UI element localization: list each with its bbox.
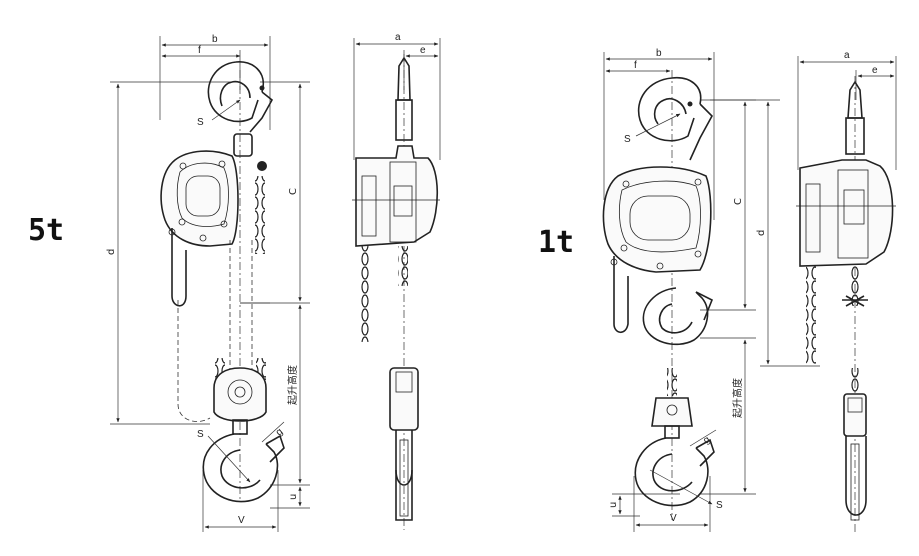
hoist-body-1t bbox=[602, 166, 712, 273]
dimension-b-1t: b bbox=[603, 48, 715, 220]
load-chain-upper-5t bbox=[255, 176, 265, 254]
dim-label-a-5t: a bbox=[395, 32, 401, 43]
dimension-v-5t: V bbox=[202, 470, 279, 532]
dimension-lift-height-5t: 起升高度 bbox=[286, 304, 302, 484]
bottom-block-1t bbox=[651, 397, 693, 439]
hoist-body-5t bbox=[160, 150, 239, 247]
dim-label-e-1t: e bbox=[872, 65, 878, 76]
dim-label-c-5t: C bbox=[288, 188, 299, 195]
dimension-d-1t: d bbox=[710, 99, 820, 367]
dimension-b-5t: b bbox=[159, 34, 271, 130]
dimension-lift-height-1t: 起升高度 bbox=[700, 337, 756, 495]
hand-chain-loop-1t bbox=[610, 256, 629, 334]
dim-label-c-1t: C bbox=[733, 198, 744, 205]
dim-label-lift-height-1t: 起升高度 bbox=[731, 378, 744, 418]
dim-label-a-1t: a bbox=[844, 50, 850, 61]
dim-label-b-1t: b bbox=[656, 48, 662, 59]
dimension-f-1t: f bbox=[605, 60, 671, 73]
dim-label-lift-height-5t: 起升高度 bbox=[286, 365, 299, 405]
dim-label-v-5t: V bbox=[238, 515, 245, 526]
dimension-c-5t: C bbox=[240, 81, 310, 304]
dim-label-u-1t: u bbox=[608, 502, 619, 508]
top-hook-5t: S bbox=[197, 61, 274, 133]
capacity-label-1t: 1t bbox=[538, 225, 574, 260]
dim-label-e-5t: e bbox=[420, 45, 426, 56]
bottom-block-5t bbox=[213, 367, 267, 435]
hand-chain-side-5t bbox=[360, 246, 370, 342]
load-chain-side-1t bbox=[850, 266, 860, 306]
hand-chain-side-1t bbox=[806, 266, 816, 364]
suspension-hook-1t bbox=[642, 287, 714, 346]
dimension-u-1t: u bbox=[608, 493, 680, 517]
hand-chain-loop-5t bbox=[168, 228, 211, 422]
load-chain-right-5t bbox=[256, 358, 266, 388]
dim-label-s-top-1t: S bbox=[624, 134, 631, 145]
dim-label-g-1t: g bbox=[701, 434, 712, 446]
dim-label-b-5t: b bbox=[212, 34, 218, 45]
side-view-5t: a e bbox=[352, 32, 441, 530]
load-chain-left-5t bbox=[215, 358, 225, 388]
dim-label-s-top-5t: S bbox=[197, 117, 204, 128]
load-chain-1t bbox=[667, 368, 677, 396]
dim-label-f-1t: f bbox=[634, 60, 637, 71]
side-view-1t: a e bbox=[796, 50, 897, 534]
dimension-u-5t: u bbox=[270, 484, 310, 509]
top-hook-1t: S bbox=[624, 77, 713, 161]
bottom-hook-1t: S g bbox=[634, 429, 723, 511]
capacity-label-5t: 5t bbox=[28, 213, 64, 248]
diagram-1t: 1t b f C d bbox=[538, 48, 897, 534]
dim-label-f-5t: f bbox=[198, 45, 201, 56]
load-chain-side-5t bbox=[398, 246, 408, 286]
dim-label-s-bottom-1t: S bbox=[716, 500, 723, 511]
dim-label-s-bottom-5t: S bbox=[197, 429, 204, 440]
dim-label-d-1t: d bbox=[756, 230, 767, 236]
dim-label-d-5t: d bbox=[106, 249, 117, 255]
dimension-d-5t: d bbox=[106, 81, 240, 425]
dim-label-g-5t: g bbox=[274, 426, 285, 438]
bottom-hook-5t: S g bbox=[197, 421, 285, 503]
dim-label-u-5t: u bbox=[288, 494, 299, 500]
dim-label-v-1t: V bbox=[670, 513, 677, 524]
diagram-5t: 5t b f d C 起升高度 bbox=[28, 32, 441, 532]
